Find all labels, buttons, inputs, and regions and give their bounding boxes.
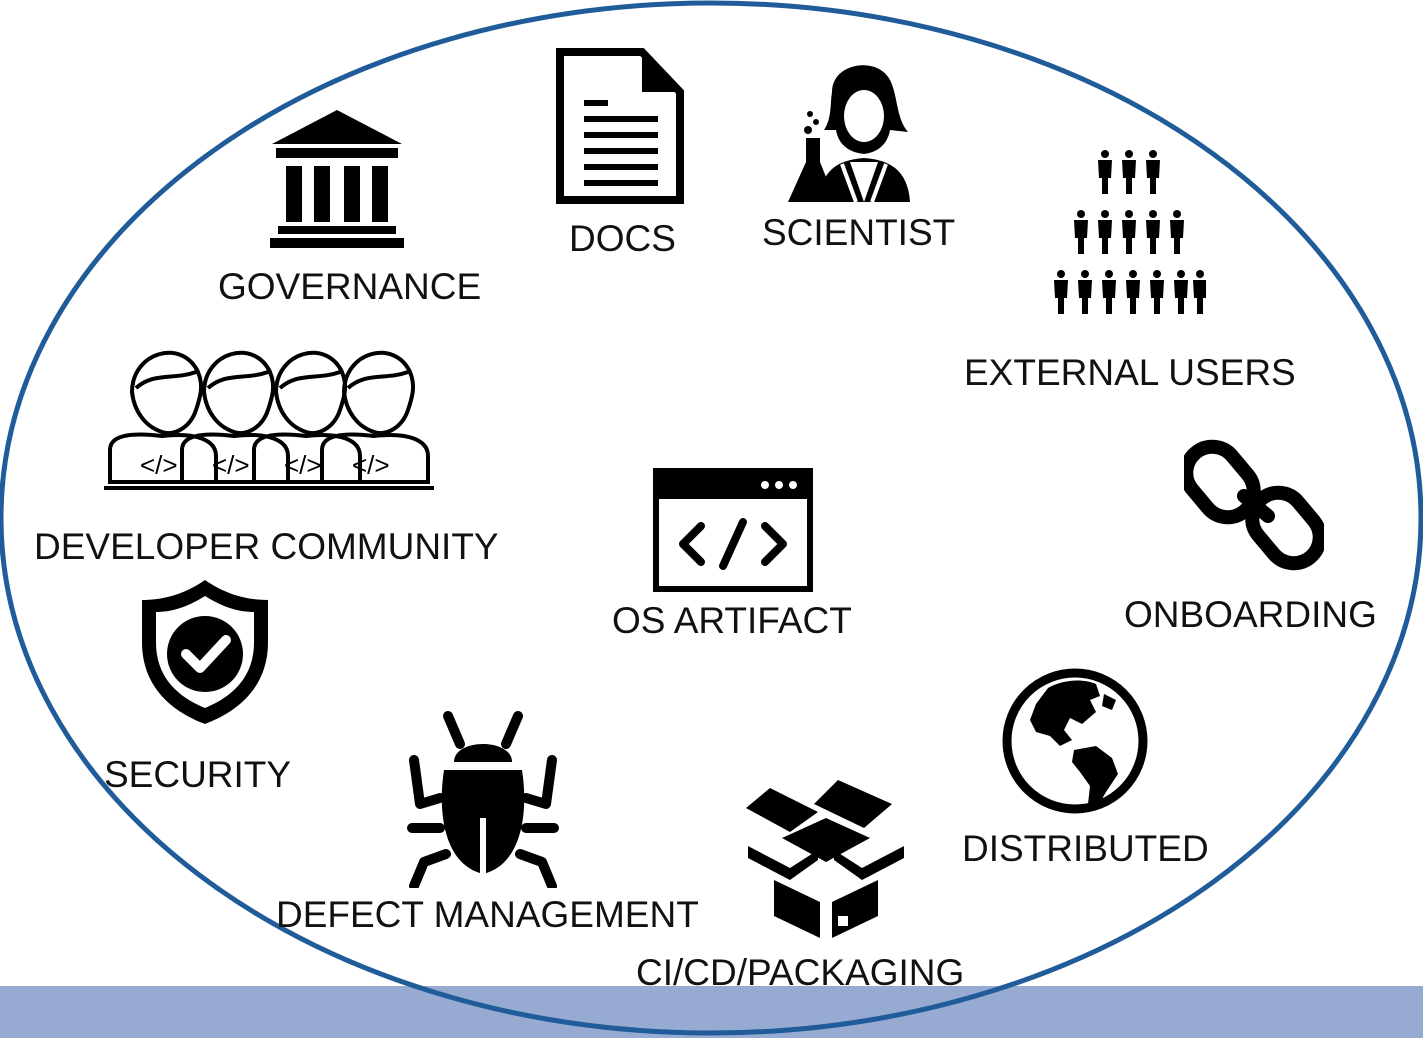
os-artifact-label: OS ARTIFACT: [612, 600, 852, 641]
globe-icon: [1000, 666, 1150, 816]
governance-label: GOVERNANCE: [218, 266, 482, 307]
external-users-label: EXTERNAL USERS: [964, 352, 1296, 393]
bottom-band: [0, 986, 1423, 1038]
svg-text:</>: </>: [212, 450, 250, 480]
people-crowd-icon: [1052, 150, 1206, 326]
cicd-packaging-label: CI/CD/PACKAGING: [636, 952, 965, 993]
code-window-icon: [653, 468, 813, 592]
developer-community-label: DEVELOPER COMMUNITY: [34, 526, 499, 567]
scientist-icon: [780, 52, 930, 204]
document-icon: [556, 48, 684, 204]
developers-icon: </> </> </> </>: [104, 332, 434, 502]
security-label: SECURITY: [104, 754, 292, 795]
scientist-label: SCIENTIST: [762, 212, 956, 253]
svg-text:</>: </>: [352, 450, 390, 480]
docs-label: DOCS: [569, 218, 676, 259]
distributed-label: DISTRIBUTED: [962, 828, 1209, 869]
shield-check-icon: [138, 578, 272, 726]
government-building-icon: [270, 108, 404, 248]
bug-icon: [398, 708, 568, 888]
svg-text:</>: </>: [284, 450, 322, 480]
chain-link-icon: [1184, 430, 1324, 580]
open-box-icon: [744, 776, 908, 940]
svg-text:</>: </>: [140, 450, 178, 480]
onboarding-label: ONBOARDING: [1124, 594, 1377, 635]
defect-management-label: DEFECT MANAGEMENT: [276, 894, 699, 935]
